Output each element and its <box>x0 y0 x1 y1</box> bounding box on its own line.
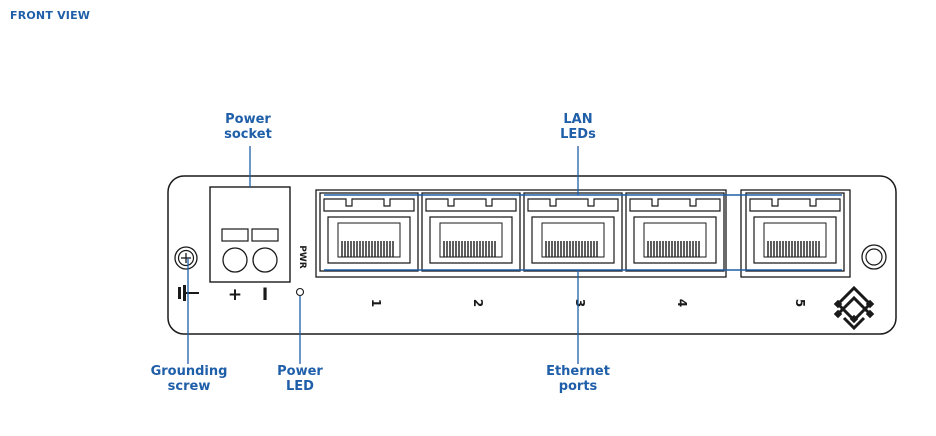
port-number-2: 2 <box>471 299 485 307</box>
power-led-callout-line-2: LED <box>286 379 314 394</box>
page-title: FRONT VIEW <box>10 9 91 22</box>
ethernet-ports-callout-line-1: Ethernet <box>546 364 610 379</box>
port-number-4: 4 <box>675 299 689 307</box>
power-socket-callout-line-2: socket <box>224 127 272 142</box>
ethernet-ports-callout-line-2: ports <box>558 379 598 394</box>
grounding-screw-callout: Grounding screw <box>142 364 236 394</box>
grounding-screw-callout-line-1: Grounding <box>150 364 228 379</box>
ethernet-port-5 <box>745 192 845 272</box>
minus-terminal-label: I <box>262 285 268 305</box>
grounding-screw <box>174 246 198 270</box>
power-socket-callout-line-1: Power <box>225 112 271 127</box>
port-number-1: 1 <box>369 299 383 307</box>
power-led <box>295 287 305 297</box>
grounding-screw-callout-line-2: screw <box>167 379 211 394</box>
brand-logo-icon <box>833 285 875 331</box>
power-socket-callout: Power socket <box>210 112 286 142</box>
port-number-3: 3 <box>573 299 587 307</box>
pwr-label: PWR <box>297 245 307 269</box>
mounting-screw <box>861 244 887 270</box>
ethernet-port-4 <box>625 192 725 272</box>
lan-leds-callout-line-2: LEDs <box>560 127 596 142</box>
power-led-callout-line-1: Power <box>277 364 323 379</box>
ethernet-ports-callout: Ethernet ports <box>538 364 618 394</box>
power-socket <box>209 186 291 283</box>
ethernet-port-3 <box>523 192 623 272</box>
plus-terminal-label: + <box>228 285 242 305</box>
ethernet-port-2 <box>421 192 521 272</box>
lan-leds-callout-line-1: LAN <box>563 112 593 127</box>
port-number-5: 5 <box>793 299 807 307</box>
ethernet-port-1 <box>319 192 419 272</box>
lan-leds-callout: LAN LEDs <box>540 112 616 142</box>
power-led-callout: Power LED <box>262 364 338 394</box>
